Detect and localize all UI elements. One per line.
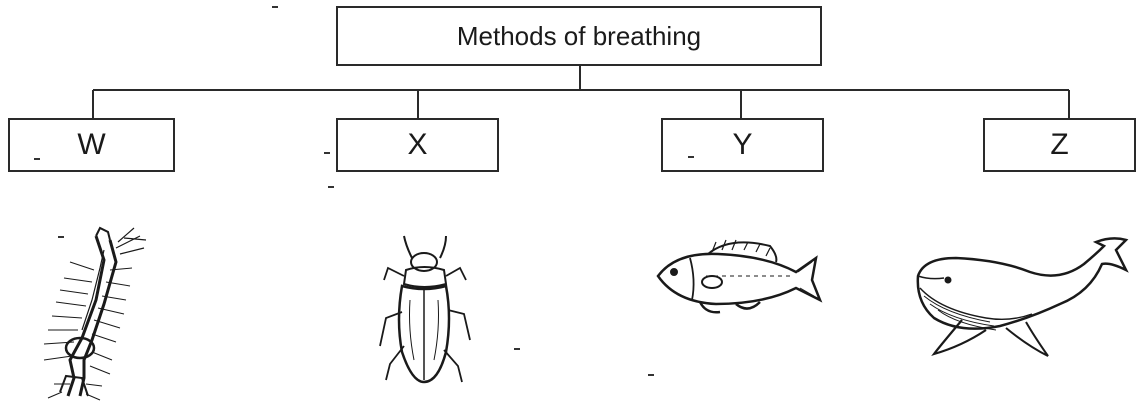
scan-speck	[34, 158, 40, 160]
scan-speck	[328, 186, 334, 188]
scan-speck	[272, 6, 278, 8]
category-label-w: W	[77, 128, 105, 162]
mosquito-larva-illustration	[44, 228, 146, 400]
category-box-z: Z	[983, 118, 1136, 172]
scan-speck	[324, 152, 330, 154]
scan-speck	[514, 348, 520, 350]
whale-illustration	[918, 238, 1126, 356]
scan-speck	[58, 236, 64, 238]
category-box-x: X	[336, 118, 499, 172]
category-label-z: Z	[1050, 128, 1068, 162]
category-box-w: W	[8, 118, 175, 172]
category-box-y: Y	[661, 118, 824, 172]
scan-speck	[688, 156, 694, 158]
fish-illustration	[658, 240, 820, 312]
methods-of-breathing-box: Methods of breathing	[336, 6, 822, 66]
diagram-title: Methods of breathing	[457, 21, 701, 52]
beetle-illustration	[380, 236, 470, 382]
scan-speck	[648, 374, 654, 376]
category-label-x: X	[407, 128, 427, 162]
category-label-y: Y	[732, 128, 752, 162]
